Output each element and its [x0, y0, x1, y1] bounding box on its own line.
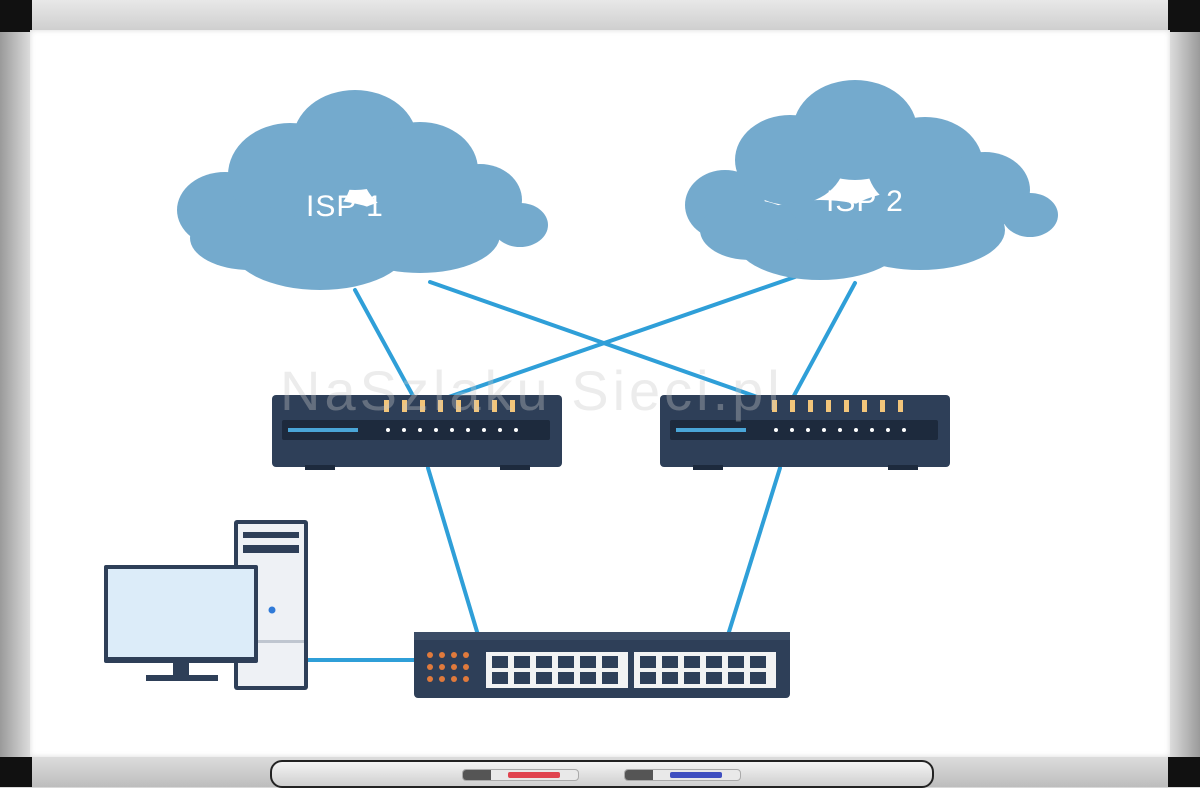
computer-icon: [104, 520, 308, 690]
switch: [414, 632, 790, 698]
isp2-label: ISP 2: [826, 185, 904, 218]
isp2-cloud-icon: [685, 80, 1058, 280]
frame-corner-bottom-right: [1168, 757, 1200, 787]
link-isp1-router1: [353, 288, 420, 407]
frame-corner-top-right: [1168, 0, 1200, 32]
link-router2-switch: [726, 466, 782, 637]
marker-tray: [270, 760, 934, 788]
link-isp2-router1: [438, 268, 817, 402]
frame-corner-bottom-left: [0, 757, 32, 787]
isp1-label: ISP 1: [306, 190, 384, 223]
link-isp2-router2: [788, 281, 857, 405]
frame-corner-top-left: [0, 0, 32, 32]
marker-ink-blue: [670, 772, 722, 778]
whiteboard-frame-left: [0, 30, 30, 757]
marker-ink-red: [508, 772, 560, 778]
isp1-cloud-icon: [177, 90, 548, 290]
router-1: [272, 395, 562, 470]
watermark: NaSzlaku Sieci.pl: [280, 359, 784, 422]
blue-marker-icon: [624, 769, 741, 781]
whiteboard-frame-top: [0, 0, 1200, 30]
router-2: [660, 395, 950, 470]
red-marker-icon: [462, 769, 579, 781]
links: [305, 268, 857, 662]
link-router1-switch: [426, 466, 480, 637]
whiteboard-frame-right: [1170, 30, 1200, 757]
marker-cap: [625, 770, 653, 780]
marker-cap: [463, 770, 491, 780]
